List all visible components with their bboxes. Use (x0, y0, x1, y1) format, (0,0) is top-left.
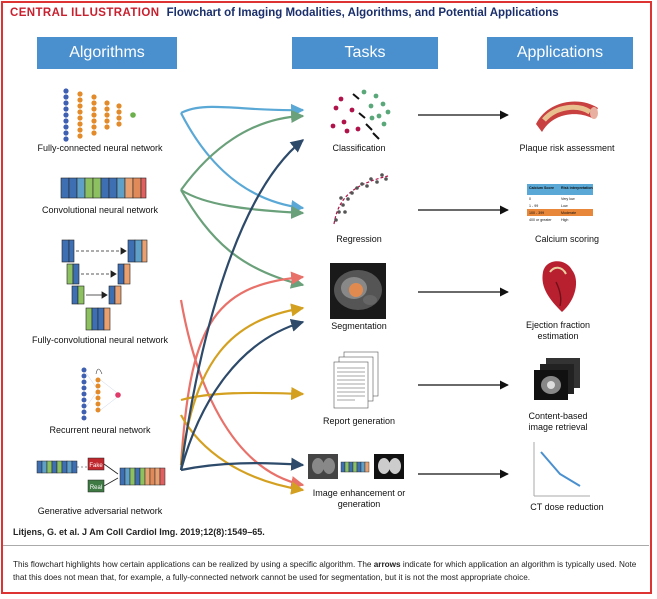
task-label-image-enhancement: Image enhancement or generation (312, 488, 406, 509)
algorithm-label-convolutional: Convolutional neural network (41, 205, 159, 215)
calcium-table-text: Calcium Score Risk interpretation 0 Very… (529, 186, 593, 222)
algorithm-label-fully-connected: Fully-connected neural network (37, 143, 163, 153)
gan-icon (36, 457, 166, 493)
fully-convolutional-network-icon (61, 239, 148, 331)
plaque-artery-image (536, 101, 598, 132)
applications-header: Applications (487, 37, 633, 69)
caption: This flowchart highlights how certain ap… (13, 558, 641, 584)
arrow-gan-enhancement (180, 457, 305, 472)
classification-icon (330, 89, 391, 140)
heart-image (542, 261, 577, 312)
application-label-ejection: Ejection fraction estimation (525, 320, 591, 341)
calcium-score-table (527, 184, 593, 227)
fully-connected-network-icon (63, 88, 136, 142)
calcium-header-score: Calcium Score (529, 186, 554, 190)
calcium-row-2-score: 1 - 99 (529, 204, 538, 208)
application-label-calcium: Calcium scoring (534, 234, 600, 244)
segmentation-image (330, 263, 386, 319)
citation: Litjens, G. et al. J Am Coll Cardiol Img… (13, 527, 265, 537)
arrow-cnn-classification (180, 109, 305, 191)
recurrent-network-icon (81, 367, 121, 421)
title-label: CENTRAL ILLUSTRATION (10, 7, 160, 19)
arrow-fullyconv-enhancement (179, 299, 305, 490)
calcium-header-risk: Risk interpretation (561, 186, 593, 190)
arrow-fcn-classification (180, 103, 305, 118)
arrow-fcn-regression (180, 112, 305, 214)
tasks-header: Tasks (292, 37, 438, 69)
calcium-row-2-risk: Low (561, 204, 568, 208)
arrow-cnn-regression (180, 189, 305, 219)
caption-bold: arrows (373, 560, 401, 569)
report-documents-icon (333, 351, 379, 409)
divider (3, 545, 649, 546)
caption-part-1: This flowchart highlights how certain ap… (13, 560, 374, 569)
application-label-plaque: Plaque risk assessment (519, 143, 615, 153)
algorithms-header: Algorithms (37, 37, 177, 69)
task-label-regression: Regression (336, 234, 382, 244)
arrow-gan-segmentation (179, 318, 305, 471)
algorithm-label-gan: Generative adversarial network (37, 506, 163, 516)
gan-real-label: Real (90, 485, 102, 491)
algorithm-label-recurrent: Recurrent neural network (49, 425, 151, 435)
figure-title: CENTRAL ILLUSTRATION Flowchart of Imagin… (10, 7, 559, 19)
image-enhancement-icon (308, 454, 404, 479)
regression-icon (333, 173, 389, 225)
dose-reduction-chart (533, 442, 590, 497)
application-label-dose: CT dose reduction (530, 502, 604, 512)
arrow-gan-classification (179, 139, 305, 471)
caption-part-2: indicate for which application an algori… (13, 560, 637, 582)
task-application-arrows (418, 110, 509, 479)
task-label-classification: Classification (332, 143, 386, 153)
algorithm-label-fully-convolutional: Fully-convolutional neural network (31, 335, 169, 345)
task-label-segmentation: Segmentation (331, 321, 387, 331)
calcium-row-1-risk: Very low (561, 197, 575, 201)
calcium-row-4-risk: High (561, 218, 568, 222)
convolutional-network-icon (60, 177, 147, 199)
calcium-row-3-risk: Moderate (561, 211, 576, 215)
calcium-row-3-score: 100 - 399 (529, 211, 544, 215)
skip-connection-arrows (76, 247, 127, 299)
title-text: Flowchart of Imaging Modalities, Algorit… (166, 7, 559, 19)
algorithm-task-arrows (179, 103, 305, 495)
task-label-report-generation: Report generation (322, 416, 396, 426)
retrieval-image-stack (534, 358, 580, 400)
calcium-row-1-score: 0 (529, 197, 531, 201)
gan-fake-label: Fake (89, 463, 103, 469)
arrow-rnn-report (180, 386, 305, 402)
calcium-row-4-score: 400 or greater (529, 218, 552, 222)
application-label-retrieval: Content-based image retrieval (528, 411, 588, 432)
